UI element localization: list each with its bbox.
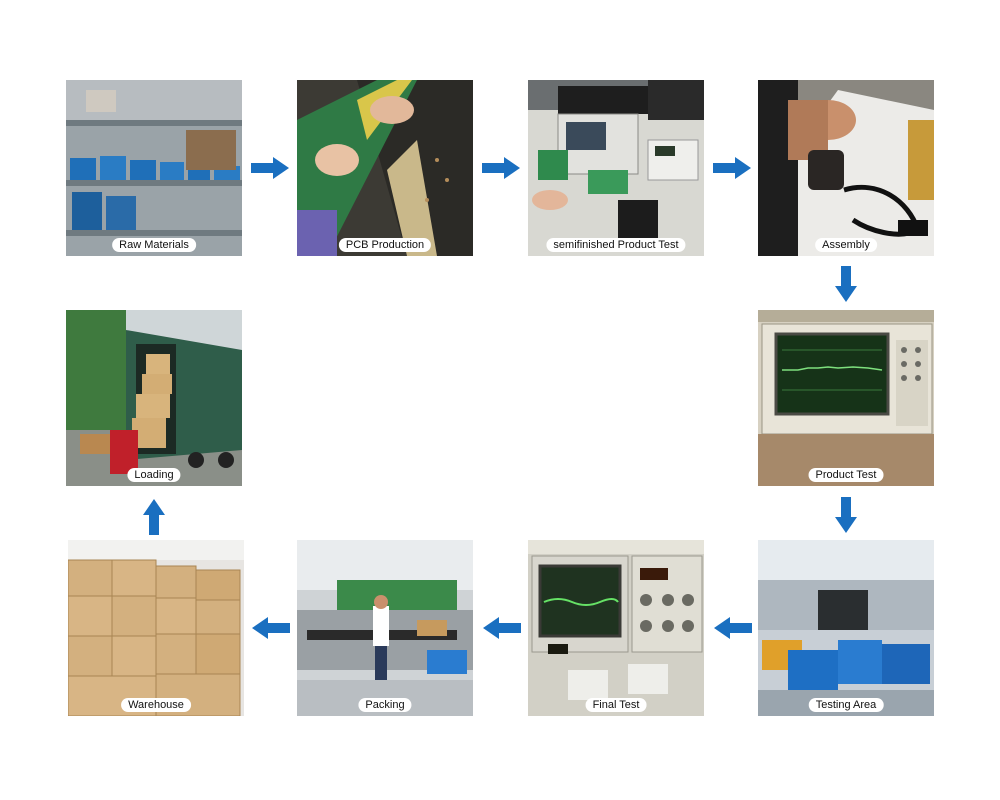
arrow-down-2 bbox=[835, 497, 857, 533]
step-semifinished-product-test: semifinished Product Test bbox=[528, 80, 704, 256]
arrow-down-1 bbox=[835, 266, 857, 302]
arrow-left-1 bbox=[714, 617, 752, 639]
step-loading: Loading bbox=[66, 310, 242, 486]
arrow-right-1 bbox=[251, 157, 289, 179]
step-pcb-production: PCB Production bbox=[297, 80, 473, 256]
arrow-icon bbox=[714, 617, 752, 639]
step-raw-materials: Raw Materials bbox=[66, 80, 242, 256]
arrow-icon bbox=[252, 617, 290, 639]
arrow-left-3 bbox=[252, 617, 290, 639]
arrow-icon bbox=[835, 266, 857, 302]
step-testing-area: Testing Area bbox=[758, 540, 934, 716]
step-label: Final Test bbox=[585, 698, 647, 712]
arrow-icon bbox=[143, 499, 165, 535]
pcb-production-photo bbox=[297, 80, 473, 256]
arrow-icon bbox=[482, 157, 520, 179]
warehouse-photo bbox=[68, 540, 244, 716]
step-label: PCB Production bbox=[338, 238, 432, 252]
arrow-icon bbox=[483, 617, 521, 639]
step-product-test: Product Test bbox=[758, 310, 934, 486]
step-label: Assembly bbox=[815, 238, 877, 252]
packing-photo bbox=[297, 540, 473, 716]
testing-area-photo bbox=[758, 540, 934, 716]
step-label: semifinished Product Test bbox=[546, 238, 686, 252]
step-warehouse: Warehouse bbox=[68, 540, 244, 716]
step-final-test: Final Test bbox=[528, 540, 704, 716]
assembly-photo bbox=[758, 80, 934, 256]
arrow-right-2 bbox=[482, 157, 520, 179]
step-label: Warehouse bbox=[121, 698, 191, 712]
step-label: Loading bbox=[127, 468, 181, 482]
product-test-photo bbox=[758, 310, 934, 486]
step-packing: Packing bbox=[297, 540, 473, 716]
arrow-up-1 bbox=[143, 499, 165, 535]
arrow-icon bbox=[835, 497, 857, 533]
arrow-left-2 bbox=[483, 617, 521, 639]
step-label: Product Test bbox=[808, 468, 884, 482]
step-assembly: Assembly bbox=[758, 80, 934, 256]
step-label: Raw Materials bbox=[112, 238, 196, 252]
final-test-photo bbox=[528, 540, 704, 716]
arrow-icon bbox=[713, 157, 751, 179]
loading-photo bbox=[66, 310, 242, 486]
raw-materials-photo bbox=[66, 80, 242, 256]
step-label: Packing bbox=[358, 698, 412, 712]
semifinished-product-test-photo bbox=[528, 80, 704, 256]
arrow-icon bbox=[251, 157, 289, 179]
arrow-right-3 bbox=[713, 157, 751, 179]
step-label: Testing Area bbox=[808, 698, 884, 712]
